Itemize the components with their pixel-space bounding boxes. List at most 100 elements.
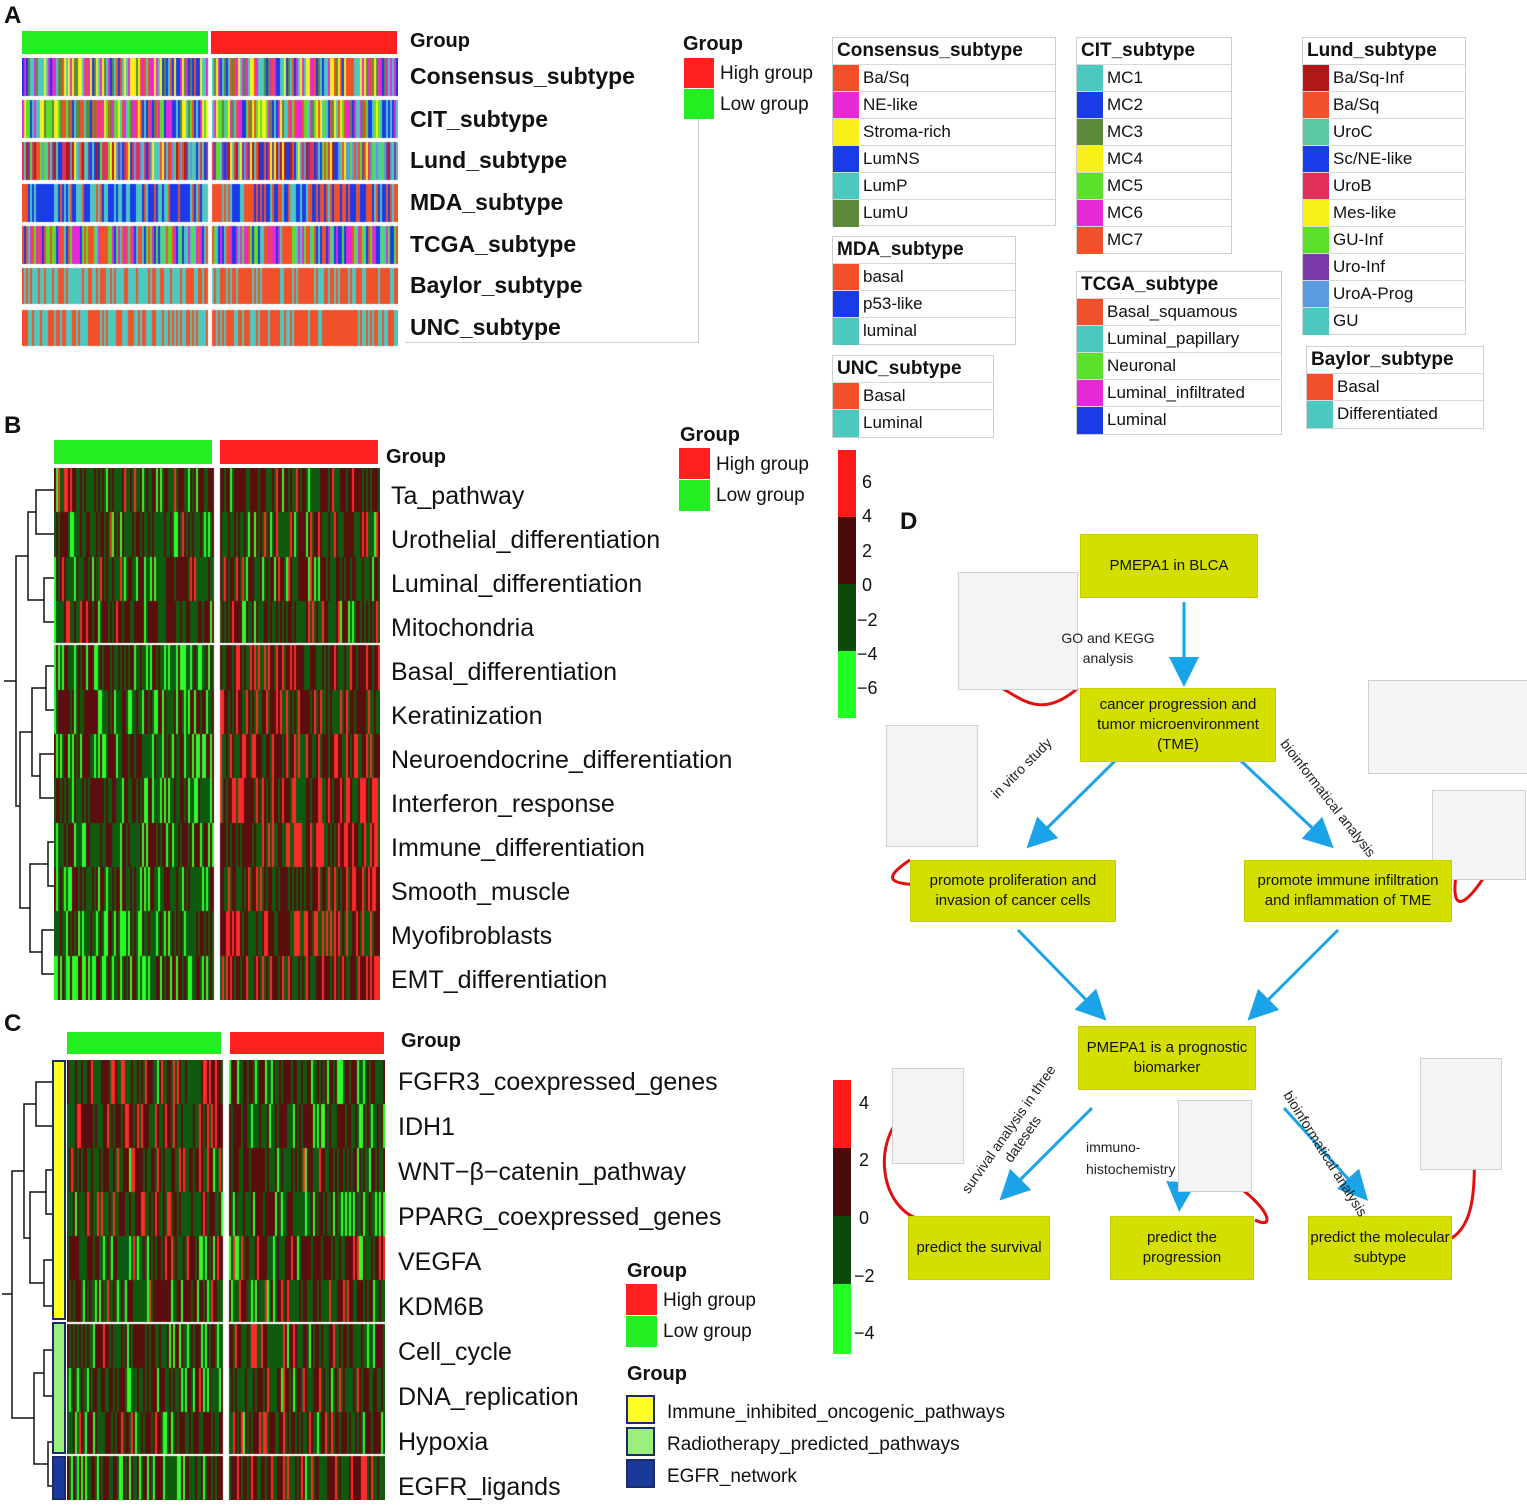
legend-label: MC6: [1107, 203, 1143, 222]
legend-label: Sc/NE-like: [1333, 149, 1413, 168]
legend-swatch: [1077, 353, 1103, 380]
group-legend-title: Group: [680, 424, 740, 446]
row-label: Luminal_differentiation: [391, 570, 643, 598]
row-label: Basal_differentiation: [391, 658, 618, 686]
legend-swatch: [1303, 281, 1329, 308]
legend-item: Luminal_infiltrated: [1077, 379, 1281, 407]
legend-swatch: [1077, 119, 1103, 146]
go-kegg-thumbnail: [958, 572, 1078, 690]
legend-swatch: [1303, 92, 1329, 119]
group-legend-title: Group: [683, 33, 743, 55]
legend-item: LumP: [833, 172, 1055, 200]
colorbar-tick: −2: [854, 1266, 875, 1286]
legend-item: p53-like: [833, 290, 1015, 318]
legend-label: Ba/Sq: [1333, 95, 1380, 114]
bioinfo-thumbnail: [1368, 680, 1527, 774]
legend-item: Uro-Inf: [1303, 253, 1465, 281]
legend-label: LumNS: [863, 149, 920, 168]
low-group-swatch: [684, 89, 714, 119]
legend-swatch: [1077, 173, 1103, 200]
predict-survival-box: predict the survival: [908, 1216, 1050, 1280]
legend-label: Neuronal: [1107, 356, 1176, 375]
row-label: WNT−β−catenin_pathway: [398, 1158, 687, 1186]
row-label: KDM6B: [398, 1293, 485, 1321]
legend-title: UNC_subtype: [837, 358, 962, 379]
pathway-swatch: [626, 1427, 655, 1456]
legend-label: Ba/Sq: [863, 68, 910, 87]
legend-label: MC5: [1107, 176, 1143, 195]
pathway-swatch: [626, 1395, 655, 1424]
row-label: Mitochondria: [391, 614, 535, 642]
legend-swatch: [833, 92, 859, 119]
group-bar-label: Group: [386, 446, 446, 468]
legend-label: Luminal: [863, 413, 923, 432]
predict-progression-box: predict the progression: [1110, 1216, 1254, 1280]
predict-molecular-subtype-box: predict the molecular subtype: [1308, 1216, 1452, 1280]
legend-swatch: [1303, 227, 1329, 254]
row-label: Cell_cycle: [398, 1338, 512, 1366]
legend-label: Basal: [1337, 377, 1380, 396]
legend-item: Neuronal: [1077, 352, 1281, 380]
panel-b-letter: B: [4, 412, 22, 439]
molecular-thumbnail: [1420, 1058, 1502, 1170]
row-label: MDA_subtype: [410, 189, 564, 215]
high-group-label: High group: [720, 63, 813, 84]
legend-swatch: [1077, 146, 1103, 173]
legend-swatch: [1303, 173, 1329, 200]
ihc-thumbnail: [1178, 1100, 1252, 1192]
panel-b: Group Ta_pathway Urothelial_differentiat…: [0, 424, 900, 1010]
legend-label: Stroma-rich: [863, 122, 951, 141]
row-label: Smooth_muscle: [391, 878, 571, 906]
legend-item: MC6: [1077, 199, 1231, 227]
legend-item: LumU: [833, 199, 1055, 227]
legend-item: Basal: [833, 382, 993, 410]
legend-label: MC4: [1107, 149, 1143, 168]
legend-title: Consensus_subtype: [837, 40, 1023, 61]
row-label: Baylor_subtype: [410, 272, 583, 298]
legend-label: Basal: [863, 386, 906, 405]
panel-d: PMEPA1 in BLCA cancer progression and tu…: [860, 510, 1527, 1300]
legend-item: MC5: [1077, 172, 1231, 200]
legend-swatch: [1077, 200, 1103, 227]
panel-a: Group Consensus_subtype CIT_subtype Lund…: [0, 0, 1527, 440]
legend-swatch: [1303, 65, 1329, 92]
row-label: EGFR_ligands: [398, 1473, 561, 1501]
legend-swatch: [833, 318, 859, 345]
legend-label: UroA-Prog: [1333, 284, 1414, 303]
colorbar-tick: −4: [854, 1323, 875, 1343]
legend-swatch: [1303, 308, 1329, 335]
group-bar-label: Group: [401, 1030, 461, 1052]
legend-swatch: [1077, 65, 1103, 92]
legend-swatch: [1303, 146, 1329, 173]
row-dendrogram: [2, 1081, 52, 1487]
row-label: VEGFA: [398, 1248, 482, 1276]
low-group-label: Low group: [663, 1321, 752, 1342]
legend-swatch: [833, 173, 859, 200]
legend-label: MC2: [1107, 95, 1143, 114]
high-group-swatch: [626, 1284, 657, 1315]
row-label: Neuroendocrine_differentiation: [391, 746, 733, 774]
high-group-swatch: [684, 58, 714, 88]
immunohistochemistry-label: immuno-histochemistry: [1086, 1139, 1176, 1177]
colorbar-tick: 4: [859, 1093, 870, 1113]
legend-swatch: [833, 200, 859, 227]
legend-item: MC1: [1077, 64, 1231, 92]
low-group-swatch: [679, 480, 710, 511]
panel-d-letter: D: [900, 508, 918, 535]
legend-title: TCGA_subtype: [1081, 274, 1219, 295]
panel-c-letter: C: [4, 1010, 22, 1037]
legend-item: UroC: [1303, 118, 1465, 146]
row-label: TCGA_subtype: [410, 231, 577, 257]
row-label: EMT_differentiation: [391, 966, 608, 994]
legend-swatch: [1303, 254, 1329, 281]
row-dendrogram: [4, 489, 54, 975]
legend-title: Baylor_subtype: [1311, 349, 1454, 370]
colorbar-tick: −6: [857, 678, 878, 698]
row-label: CIT_subtype: [410, 106, 549, 132]
in-vitro-thumbnail: [886, 725, 978, 847]
legend-item: MC4: [1077, 145, 1231, 173]
low-group-label: Low group: [720, 94, 809, 115]
